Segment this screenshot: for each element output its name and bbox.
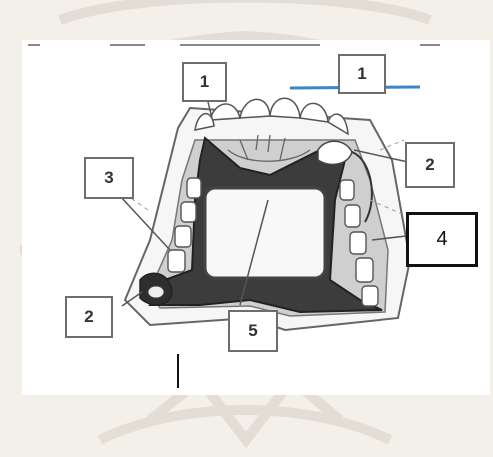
label-box-3: 3	[84, 157, 134, 199]
label-box-5: 5	[228, 310, 278, 352]
label-box-2-right: 2	[405, 142, 455, 188]
label-box-1-right: 1	[338, 54, 386, 94]
palatal-window	[205, 188, 325, 278]
label-box-2-left: 2	[65, 296, 113, 338]
label-box-1-left: 1	[182, 62, 227, 102]
left-molar	[148, 286, 164, 298]
label-box-4: 4	[406, 212, 478, 267]
